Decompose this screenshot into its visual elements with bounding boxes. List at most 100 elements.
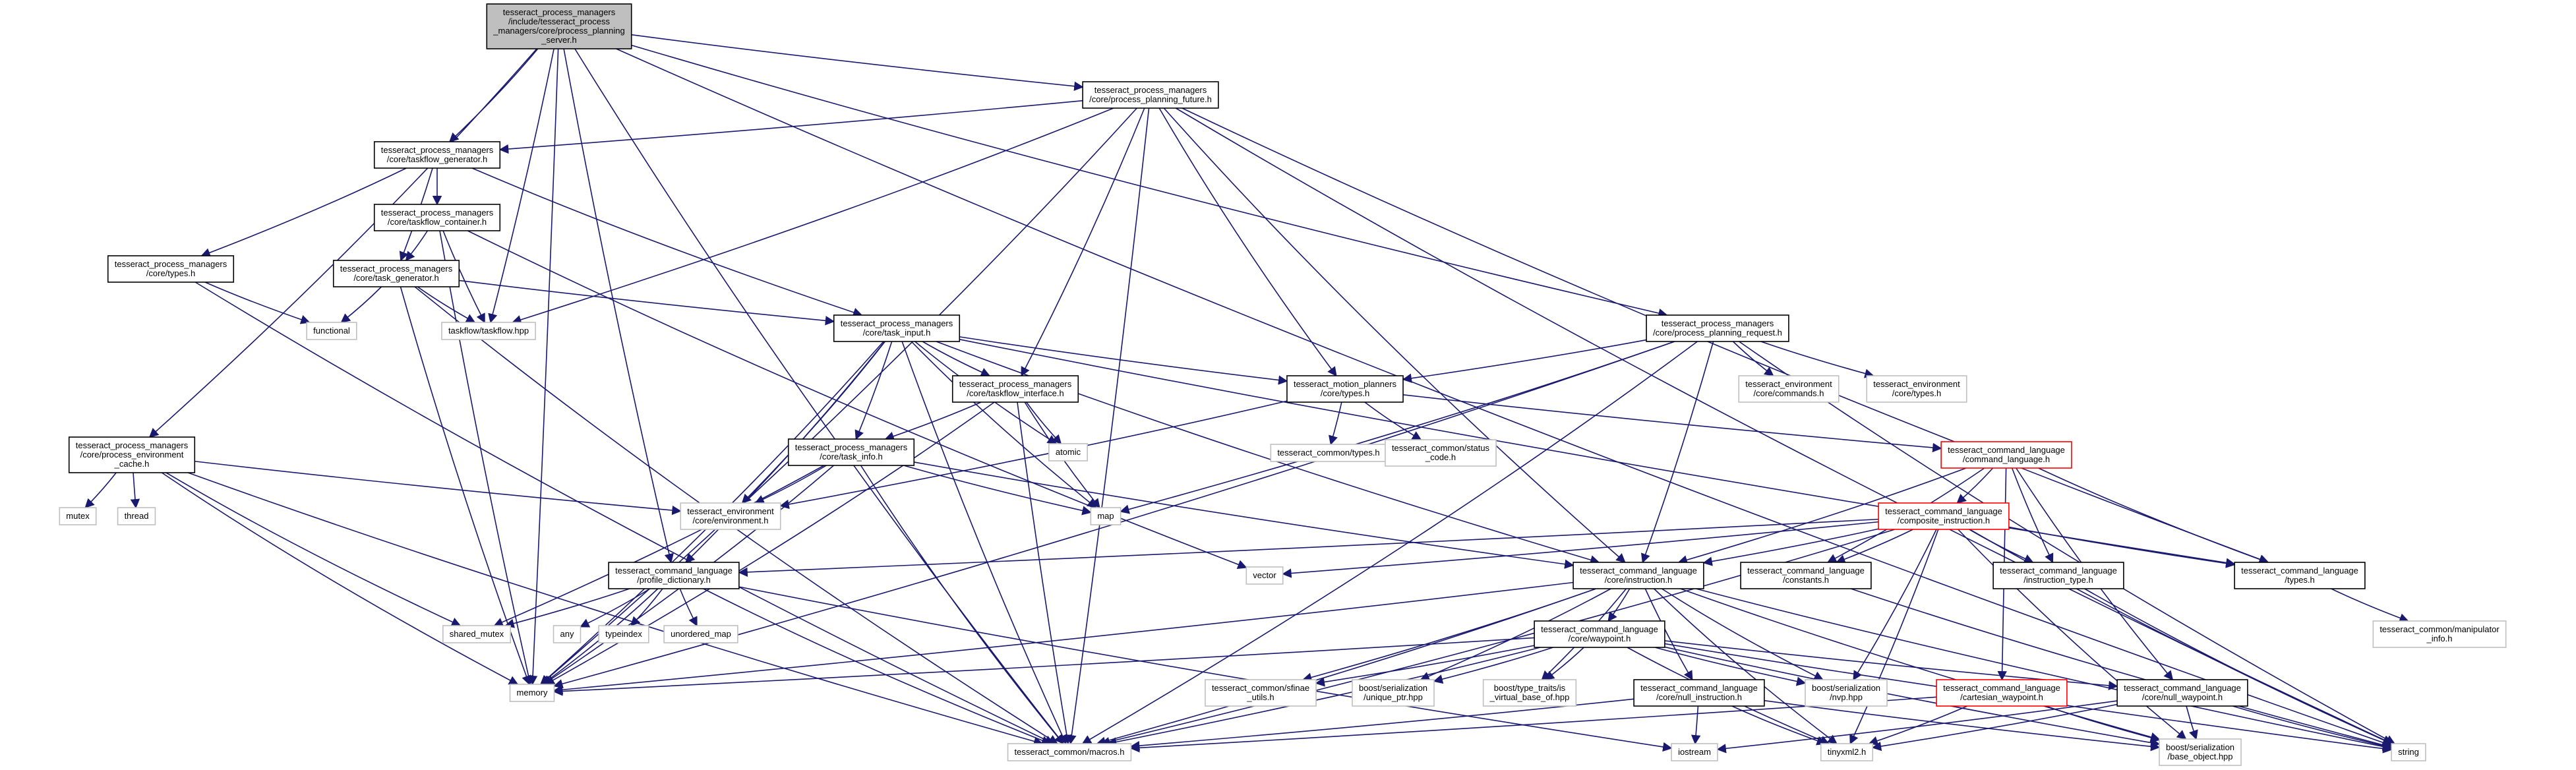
node-manip: tesseract_common/manipulator_info.h (2372, 620, 2507, 648)
edge-itype-to-string (2084, 588, 2393, 745)
node-box-shmutex (442, 625, 511, 643)
edge-tg-to-ti (459, 280, 835, 326)
node-consts[interactable]: tesseract_command_language/constants.h (1740, 562, 1872, 589)
node-tfi[interactable]: tesseract_process_managers/core/taskflow… (951, 375, 1079, 403)
edge-tfc-to-memory (439, 230, 533, 686)
node-label-tfc-1: /core/taskflow_container.h (388, 217, 487, 227)
node-label-consts-1: /constants.h (1783, 575, 1829, 585)
edge-ti-to-instr (936, 341, 1600, 565)
edge-cartwp-to-baseobj (2045, 705, 2161, 743)
node-nullwp[interactable]: tesseract_command_language/core/null_way… (2116, 679, 2248, 707)
node-label-ppf-1: /core/process_planning_future.h (1089, 94, 1212, 104)
node-label-nullwp-1: /core/null_waypoint.h (2142, 692, 2223, 702)
node-label-itype-1: /instruction_type.h (2023, 575, 2093, 585)
node-label-ti-1: /core/task_input.h (863, 328, 931, 338)
node-box-iostream (1671, 743, 1718, 761)
node-label-consts-0: tesseract_command_language (1747, 566, 1865, 576)
node-box-atomic (1048, 443, 1088, 461)
node-label-tg-0: tesseract_process_managers (340, 264, 453, 274)
edge-pd-to-any (580, 588, 651, 628)
node-tfc[interactable]: tesseract_process_managers/core/taskflow… (373, 204, 501, 231)
node-label-ttvb-0: boost/type_traits/is (1494, 683, 1566, 693)
edge-instr-to-nullinst (1644, 588, 1693, 681)
node-box-vector (1245, 566, 1284, 585)
node-cartwp[interactable]: tesseract_command_language/cartesian_way… (1936, 679, 2068, 707)
node-label-root-3: _server.h (541, 35, 576, 45)
node-instr[interactable]: tesseract_command_language/core/instruct… (1573, 562, 1704, 589)
node-label-pec-1: /core/process_environment (80, 450, 184, 459)
node-label-ci-1: /composite_instruction.h (1898, 516, 1990, 525)
edge-pd-to-umap (679, 588, 698, 627)
node-box-uptr (1352, 679, 1435, 707)
node-pec[interactable]: tesseract_process_managers/core/process_… (68, 436, 196, 473)
node-types[interactable]: tesseract_process_managers/core/types.h (107, 255, 235, 283)
node-tinfo[interactable]: tesseract_process_managers/core/task_inf… (787, 438, 915, 466)
edge-ci-to-vector (1282, 521, 1879, 578)
edge-ti-to-tfi (922, 341, 991, 377)
node-label-iostream-0: iostream (1678, 747, 1711, 757)
node-nullinst[interactable]: tesseract_command_language/core/null_ins… (1633, 679, 1765, 707)
node-ti[interactable]: tesseract_process_managers/core/task_inp… (833, 314, 961, 342)
edge-ci-to-pd (738, 518, 1879, 578)
edge-ci-to-consts (1836, 529, 1913, 564)
edge-root-to-string (616, 48, 2393, 748)
node-box-consts (1740, 562, 1872, 589)
edge-ci-to-nvp (1853, 529, 1937, 681)
node-label-uptr-1: /unique_ptr.hpp (1363, 692, 1423, 702)
edge-ci-to-tinyxml (1849, 529, 1939, 745)
node-mptypes[interactable]: tesseract_motion_planners/core/types.h (1286, 375, 1404, 403)
node-cltypes[interactable]: tesseract_command_language/types.h (2234, 562, 2366, 589)
node-label-itype-0: tesseract_command_language (2000, 566, 2117, 576)
node-box-ti (833, 314, 961, 342)
node-label-ci-0: tesseract_command_language (1885, 506, 2002, 516)
node-any: any (553, 625, 582, 643)
node-tinyxml: tinyxml2.h (1820, 743, 1874, 761)
node-uptr: boost/serialization/unique_ptr.hpp (1352, 679, 1435, 707)
edge-pec-to-mutex (84, 472, 117, 509)
node-label-baseobj-0: boost/serialization (2166, 742, 2234, 752)
node-itype[interactable]: tesseract_command_language/instruction_t… (1992, 562, 2124, 589)
node-label-ppf-0: tesseract_process_managers (1094, 85, 1207, 95)
edge-ppr-to-mptypes (1402, 339, 1647, 383)
edge-ppr-to-memory (553, 341, 1675, 689)
node-label-sfinae-1: _utils.h (1246, 692, 1274, 702)
edge-pec-to-envh (195, 460, 682, 516)
edge-tg-to-taskflow (417, 286, 476, 323)
edge-cl-to-ci (1956, 467, 1994, 504)
node-label-ppr-0: tesseract_process_managers (1662, 318, 1774, 328)
node-label-umap-0: unordered_map (671, 629, 731, 639)
node-tg[interactable]: tesseract_process_managers/core/task_gen… (332, 260, 460, 287)
edge-ci-to-cltypes (2008, 526, 2236, 568)
node-tfg[interactable]: tesseract_process_managers/core/taskflow… (373, 141, 501, 169)
node-label-ctypes-0: tesseract_common/types.h (1277, 448, 1379, 458)
node-atomic: atomic (1048, 443, 1088, 461)
node-label-root-2: _managers/core/process_planning (493, 26, 624, 36)
node-label-envcmd-0: tesseract_environment (1745, 379, 1832, 389)
node-label-tfi-1: /core/taskflow_interface.h (967, 388, 1063, 398)
node-label-ttvb-1: _virtual_base_of.hpp (1489, 692, 1570, 702)
node-ppf[interactable]: tesseract_process_managers/core/process_… (1082, 81, 1219, 109)
node-envcmd: tesseract_environment/core/commands.h (1738, 375, 1840, 403)
edge-tfg-to-ti (471, 167, 863, 317)
node-cl[interactable]: tesseract_command_language/command_langu… (1940, 441, 2072, 469)
node-ci[interactable]: tesseract_command_language/composite_ins… (1878, 502, 2010, 530)
node-pd[interactable]: tesseract_command_language/profile_dicti… (608, 562, 740, 589)
node-label-envcmd-1: /core/commands.h (1754, 388, 1824, 398)
node-box-status (1385, 439, 1497, 467)
node-waypoint[interactable]: tesseract_command_language/core/waypoint… (1534, 620, 1665, 648)
node-label-functional-0: functional (313, 326, 350, 336)
node-root[interactable]: tesseract_process_managers/include/tesse… (486, 3, 632, 49)
node-box-functional (306, 322, 357, 340)
node-box-cartwp (1936, 679, 2068, 707)
edge-nullwp-to-string (2232, 705, 2393, 751)
node-iostream: iostream (1671, 743, 1718, 761)
edge-waypoint-to-ttvb (1544, 647, 1584, 680)
node-label-nullinst-1: /core/null_instruction.h (1656, 692, 1742, 702)
edge-ti-to-macros (901, 341, 1067, 745)
node-label-ti-0: tesseract_process_managers (841, 318, 953, 328)
edge-ppf-to-tfg (498, 100, 1083, 154)
node-label-tinyxml-0: tinyxml2.h (1828, 747, 1867, 757)
node-ppr[interactable]: tesseract_process_managers/core/process_… (1646, 314, 1789, 342)
node-box-ci (1878, 502, 2010, 530)
node-label-nullwp-0: tesseract_command_language (2124, 683, 2241, 693)
